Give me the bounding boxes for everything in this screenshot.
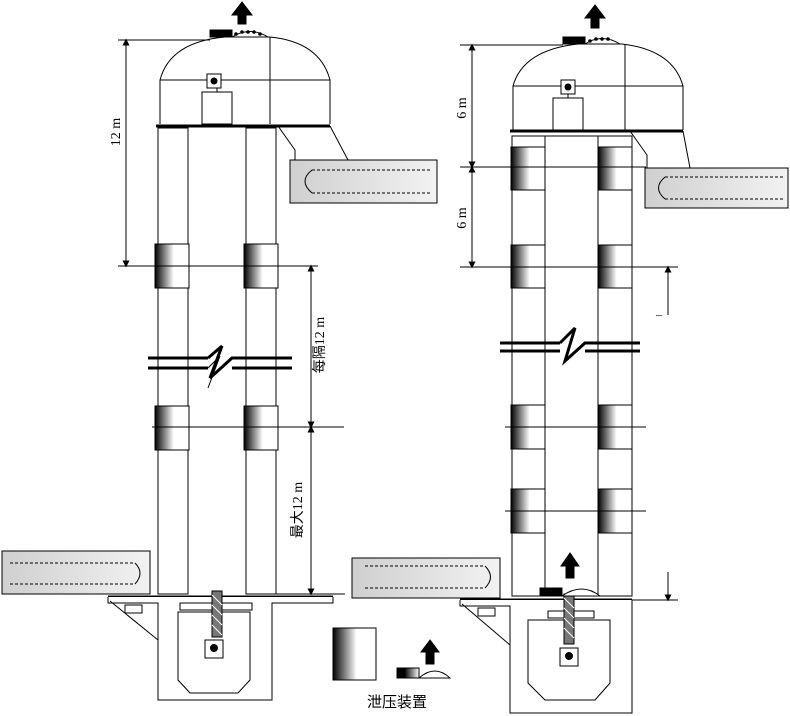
right-dim-short-mark: – [655,307,663,321]
vent-cover-icon [562,36,622,45]
vent-cover-icon [396,667,452,679]
right-dim-upper-label: 6 m [455,97,470,119]
right-discharge-chain [658,176,783,200]
right-elevator [351,4,789,714]
explosion-vent-panel-icon [332,627,377,681]
up-arrow-icon [583,4,607,29]
break-symbol [148,344,292,389]
right-inlet-chain [365,565,491,589]
right-dimensions [460,43,678,602]
left-dim-spacing-label: 每隔12 m [312,317,328,373]
legend [332,627,452,681]
up-arrow-icon [560,552,580,579]
left-elevator [1,1,438,701]
left-dimensions [118,38,345,596]
left-discharge-chain [304,169,430,194]
up-arrow-icon [420,639,440,665]
left-dim-bottom-label: 最大12 m [290,482,306,538]
legend-caption: 泄压装置 [367,694,427,711]
up-arrow-icon [230,1,254,25]
left-dim-top-label: 12 m [109,118,124,147]
break-symbol [500,326,640,366]
vent-cover-icon [209,29,270,38]
left-inlet-chain [10,562,141,585]
right-dim-lower-label: 6 m [455,207,470,229]
head-hood [512,43,684,130]
left-vent-panels [154,243,279,451]
